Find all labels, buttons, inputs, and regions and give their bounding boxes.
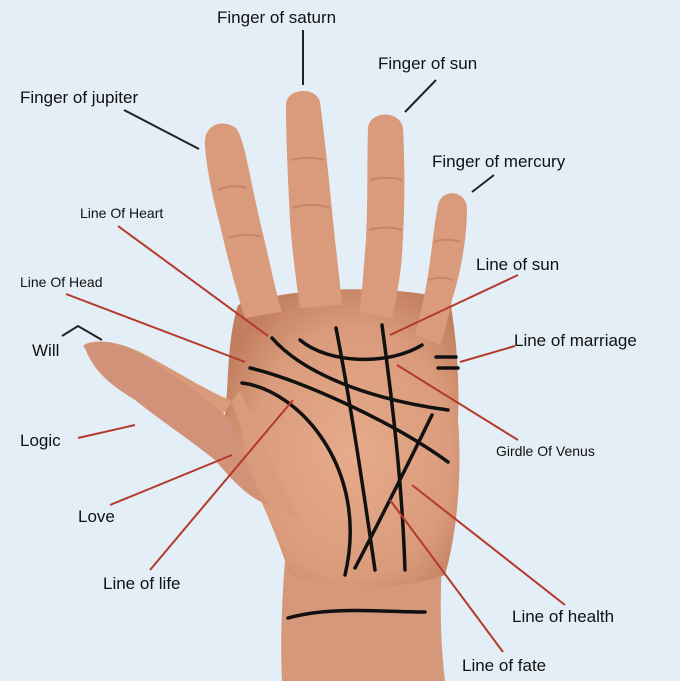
girdle-of-venus-line (298, 338, 424, 362)
dark-pointers (61, 30, 495, 341)
label-line-of-head: Line Of Head (20, 274, 103, 290)
finger-saturn-shape (286, 91, 342, 308)
label-love: Love (78, 507, 115, 526)
label-line-of-health: Line of health (512, 607, 614, 626)
pointer-line-of-life (149, 399, 294, 571)
pointer-line-of-heart (117, 225, 269, 337)
label-line-of-marriage: Line of marriage (514, 331, 637, 350)
pointer-love (109, 454, 233, 506)
heart-line (270, 336, 450, 412)
label-finger-of-mercury: Finger of mercury (432, 152, 566, 171)
thumb (83, 341, 300, 520)
pointer-finger-jupiter (123, 109, 200, 150)
wrist (281, 560, 445, 681)
thumb-base (84, 341, 270, 505)
finger-mercury-shape (415, 193, 467, 345)
label-line-of-life: Line of life (103, 574, 181, 593)
sun-line (380, 323, 407, 572)
pointer-girdle-of-venus (396, 364, 519, 441)
finger-jupiter-shape (204, 123, 282, 318)
head-line (248, 366, 450, 464)
label-line-of-heart: Line Of Heart (80, 205, 163, 221)
pointer-line-of-health (411, 484, 566, 606)
label-finger-of-sun: Finger of sun (378, 54, 477, 73)
labels: Finger of saturn Finger of sun Finger of… (20, 8, 637, 675)
palm-lines (240, 323, 460, 620)
label-girdle-of-venus: Girdle Of Venus (496, 443, 595, 459)
pointer-logic (77, 424, 136, 439)
pointer-finger-sun (404, 79, 437, 113)
pointer-line-of-marriage (459, 345, 516, 363)
life-line (240, 381, 352, 577)
pointer-line-of-sun (389, 274, 519, 336)
pointer-line-of-head (65, 293, 246, 363)
pointer-finger-mercury (471, 174, 495, 193)
label-will: Will (32, 341, 59, 360)
label-logic: Logic (20, 431, 61, 450)
pointer-will (61, 324, 103, 341)
label-line-of-sun: Line of sun (476, 255, 559, 274)
wrist-line (286, 608, 427, 620)
pointer-line-of-fate (389, 499, 504, 653)
finger-sun-shape (360, 114, 405, 318)
label-finger-of-jupiter: Finger of jupiter (20, 88, 138, 107)
knuckle-creases (217, 156, 461, 281)
red-pointers (65, 225, 566, 653)
label-line-of-fate: Line of fate (462, 656, 546, 675)
label-finger-of-saturn: Finger of saturn (217, 8, 336, 27)
health-line (353, 413, 434, 570)
